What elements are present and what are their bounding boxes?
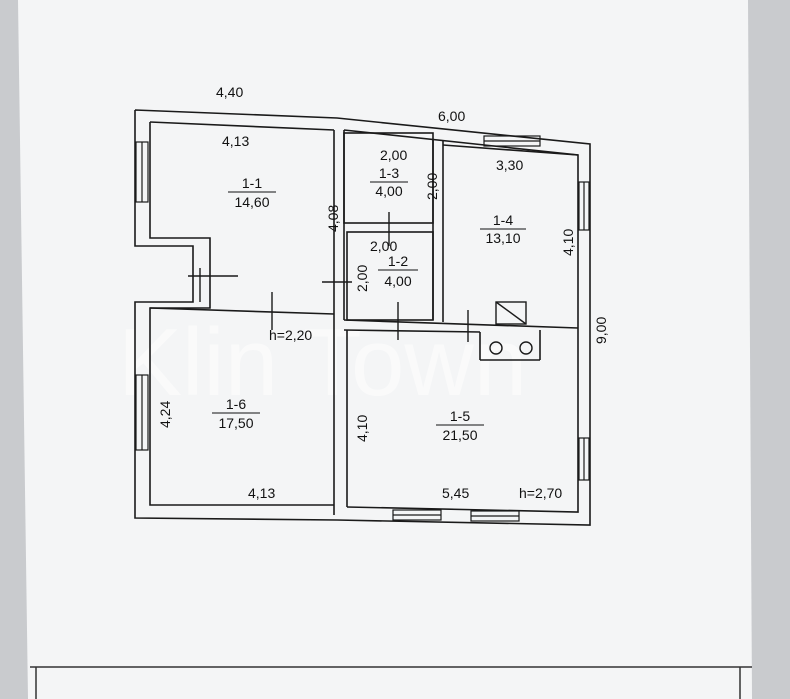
room-id: 1-4 bbox=[493, 212, 513, 228]
dim-top-left: 4,40 bbox=[216, 84, 243, 100]
dim-1-3-top: 2,00 bbox=[380, 147, 407, 163]
dim-1-2-side: 2,00 bbox=[354, 265, 370, 292]
room-area: 17,50 bbox=[218, 415, 253, 431]
dim-1-1-top: 4,13 bbox=[222, 133, 249, 149]
walls bbox=[134, 109, 591, 526]
dim-1-2-top: 2,00 bbox=[370, 238, 397, 254]
dim-total-right: 9,00 bbox=[593, 317, 609, 344]
height-left: h=2,20 bbox=[269, 327, 312, 343]
room-id: 1-6 bbox=[226, 396, 246, 412]
room-1-6: 1-6 17,50 bbox=[212, 396, 260, 431]
room-1-2: 1-2 4,00 bbox=[378, 253, 418, 289]
dim-1-3-side: 2,00 bbox=[424, 173, 440, 200]
dim-top-right: 6,00 bbox=[438, 108, 465, 124]
room-1-4: 1-4 13,10 bbox=[480, 212, 526, 246]
dim-1-4-side: 4,10 bbox=[560, 229, 576, 256]
dim-1-6-bottom: 4,13 bbox=[248, 485, 275, 501]
dim-4-08: 4,08 bbox=[325, 205, 341, 232]
room-id: 1-3 bbox=[379, 165, 399, 181]
room-id: 1-5 bbox=[450, 408, 470, 424]
windows bbox=[135, 135, 590, 522]
doors bbox=[188, 212, 469, 342]
dim-1-6-side: 4,24 bbox=[157, 401, 173, 428]
dim-1-5-bottom: 5,45 bbox=[442, 485, 469, 501]
room-id: 1-1 bbox=[242, 175, 262, 191]
room-1-3: 1-3 4,00 bbox=[370, 165, 408, 199]
room-id: 1-2 bbox=[388, 253, 408, 269]
room-area: 21,50 bbox=[442, 427, 477, 443]
dim-1-5-side: 4,10 bbox=[354, 415, 370, 442]
room-area: 14,60 bbox=[234, 194, 269, 210]
height-right: h=2,70 bbox=[519, 485, 562, 501]
room-area: 4,00 bbox=[375, 183, 402, 199]
watermark: Klin Town bbox=[118, 309, 527, 416]
room-1-1: 1-1 14,60 bbox=[228, 175, 276, 210]
room-1-5: 1-5 21,50 bbox=[436, 408, 484, 443]
room-area: 4,00 bbox=[384, 273, 411, 289]
dim-1-4-top: 3,30 bbox=[496, 157, 523, 173]
stove bbox=[489, 301, 533, 355]
room-area: 13,10 bbox=[485, 230, 520, 246]
